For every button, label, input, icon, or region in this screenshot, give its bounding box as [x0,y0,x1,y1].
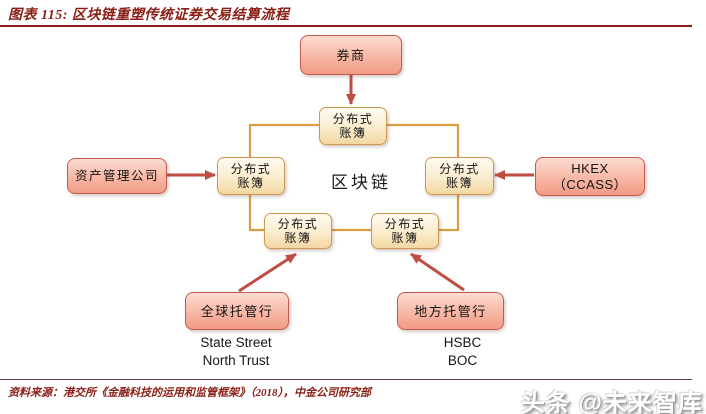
ledger-label-line2: 账簿 [445,176,473,190]
node-hkex: HKEX （CCASS） [535,157,645,196]
node-local-custodian: 地方托管行 [397,292,504,330]
node-ledger-bottom-right: 分布式 账簿 [371,213,439,249]
node-ledger-right: 分布式 账簿 [425,157,494,195]
watermark: 头条 @未来智库 [520,390,703,414]
node-global-custodian: 全球托管行 [185,292,289,330]
caption-local-line1: HSBC [443,335,482,350]
node-asset-manager: 资产管理公司 [67,158,167,194]
caption-local-custodian: HSBC BOC [410,334,515,370]
node-hkex-line1: HKEX [571,160,609,176]
blockchain-center-label: 区块链 [331,173,391,192]
ledger-label-line2: 账簿 [284,231,312,245]
figure-title: 图表 115: 区块链重塑传统证券交易结算流程 [8,8,290,23]
ledger-label-line1: 分布式 [332,112,374,126]
node-asset-manager-label: 资产管理公司 [74,168,159,183]
ledger-label-line1: 分布式 [384,217,426,231]
title-underline [0,25,692,27]
node-ledger-bottom-left: 分布式 账簿 [264,213,332,249]
node-broker: 券商 [300,35,402,75]
ledger-label-line1: 分布式 [277,217,319,231]
ledger-label-line1: 分布式 [230,162,272,176]
caption-global-line1: State Street [200,335,272,350]
caption-local-line2: BOC [447,353,478,368]
node-hkex-line2: （CCASS） [552,176,628,192]
footer-divider [0,379,692,381]
arrow-globalcustodian-to-ledger [238,252,297,293]
ledger-label-line2: 账簿 [339,126,367,140]
node-broker-label: 券商 [336,47,366,63]
source-note: 资料来源：港交所《金融科技的运用和监管框架》（2018），中金公司研究部 [8,387,371,399]
caption-global-line2: North Trust [202,353,270,368]
ledger-label-line2: 账簿 [391,231,419,245]
ledger-label-line2: 账簿 [237,176,265,190]
node-ledger-left: 分布式 账簿 [217,157,285,195]
caption-global-custodian: State Street North Trust [183,334,289,370]
node-ledger-top: 分布式 账簿 [319,107,387,145]
node-local-custodian-label: 地方托管行 [414,303,487,319]
node-global-custodian-label: 全球托管行 [200,303,274,319]
arrow-localcustodian-to-ledger [410,252,465,292]
ledger-label-line1: 分布式 [439,162,480,176]
